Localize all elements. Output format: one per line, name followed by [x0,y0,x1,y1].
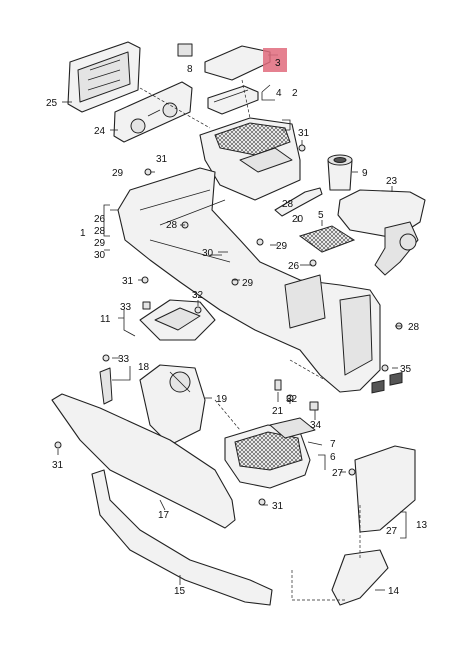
callout-9: 9 [362,168,368,179]
callout-21: 21 [272,406,284,417]
callout-26b: 26 [288,261,300,272]
fasteners [54,43,403,506]
part-22-box [199,117,301,201]
callout-6: 6 [330,452,336,463]
callout-19: 19 [216,394,228,405]
part-19-selector [139,364,206,446]
part-25-frame [67,41,141,113]
callout-8: 8 [187,64,193,75]
group-1-item: 26 [94,214,106,225]
callout-20: 20 [292,214,304,225]
part-6-heater [224,417,316,489]
callout-25: 25 [46,98,58,109]
part-24-panel [113,81,193,143]
callout-29c: 29 [276,241,288,252]
part-9-cup [327,154,353,191]
part-17-side-panel [51,393,236,529]
group-1-item: 30 [94,250,106,261]
group-11-labels: 33 32 [120,290,204,313]
part-11-bracket [139,299,216,341]
callout-18: 18 [138,362,150,373]
part-18-bracket [99,367,113,405]
callout-5: 5 [318,210,324,221]
group-1-item: 29 [94,238,106,249]
callout-29d: 29 [242,278,254,289]
callout-4: 4 [276,88,282,99]
callout-labels: 3 8 2 4 25 24 31 9 23 29 31 1 26 28 29 3… [46,58,428,597]
callout-31a: 31 [298,128,310,139]
callout-34: 34 [310,420,322,431]
callout-17: 17 [158,510,170,521]
callout-30: 30 [202,248,214,259]
callout-15: 15 [174,586,186,597]
highlight-box [263,48,287,72]
callout-29a: 29 [112,168,124,179]
callout-3: 3 [275,58,281,69]
callout-28a: 28 [166,220,178,231]
callout-23: 23 [386,176,398,187]
callout-32a: 32 [192,290,204,301]
part-20-bracket [274,187,323,217]
group-1-labels: 26 28 29 30 [94,214,106,261]
callout-31e: 31 [272,501,284,512]
callout-13: 13 [416,520,428,531]
callout-11: 11 [100,314,111,325]
part-23-armrest [337,189,426,276]
callout-33b: 33 [118,354,130,365]
callout-28c: 28 [408,322,420,333]
callout-35: 35 [400,364,412,375]
part-13-rear-vent [354,371,416,533]
callout-31d: 31 [52,460,64,471]
callout-14: 14 [388,586,400,597]
part-14-rear-duct [331,549,389,606]
dashed-guides [139,79,361,601]
part-15-duct [91,469,273,606]
part-3-pad [204,45,271,81]
part-4-tray [207,85,259,115]
callout-28b: 28 [282,199,294,210]
callout-31b: 31 [156,154,168,165]
callout-1: 1 [80,228,86,239]
callout-2: 2 [292,88,298,99]
callout-27b: 27 [386,526,398,537]
callout-31c: 31 [122,276,134,287]
group-1-item: 28 [94,226,106,237]
part-5-mat [298,225,356,253]
callout-32b: 32 [286,394,298,405]
callout-27a: 27 [332,468,344,479]
callout-7: 7 [330,439,336,450]
leader-lines [57,54,407,591]
group-11-item: 33 [120,302,132,313]
callout-24: 24 [94,126,106,137]
